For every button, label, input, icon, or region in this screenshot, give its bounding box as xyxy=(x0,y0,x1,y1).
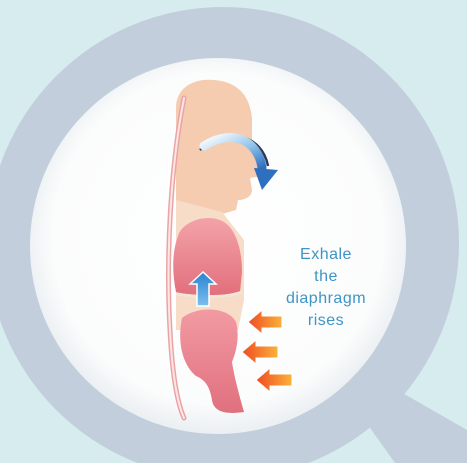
caption-line-3: diaphragm xyxy=(276,288,376,310)
caption-line-2: the xyxy=(276,266,376,288)
diagram-caption: Exhale the diaphragm rises xyxy=(276,244,376,332)
caption-line-4: rises xyxy=(276,310,376,332)
caption-line-1: Exhale xyxy=(276,244,376,266)
